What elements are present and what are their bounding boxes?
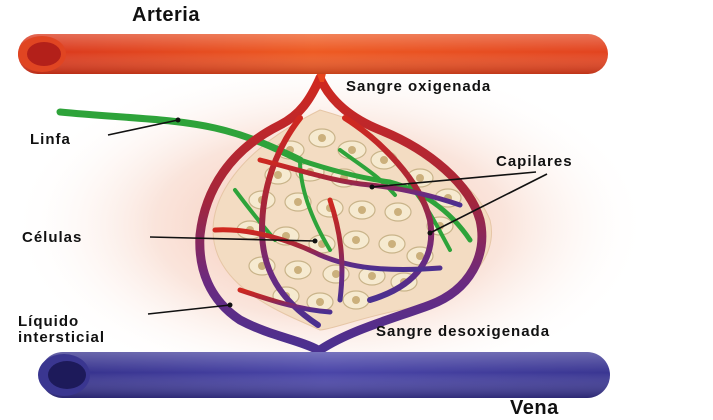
label-liquido: Líquido (18, 313, 79, 330)
label-vena: Vena (510, 400, 559, 417)
label-sangre-oxigenada: Sangre oxigenada (346, 78, 491, 95)
label-arteria: Arteria (132, 7, 200, 24)
label-linfa: Linfa (30, 131, 71, 148)
label-intersticial: intersticial (18, 329, 105, 346)
label-sangre-desoxigenada: Sangre desoxigenada (376, 323, 550, 340)
vein-vessel (38, 352, 610, 398)
artery-vessel (18, 34, 608, 74)
label-celulas: Células (22, 229, 82, 246)
label-capilares: Capilares (496, 153, 573, 170)
